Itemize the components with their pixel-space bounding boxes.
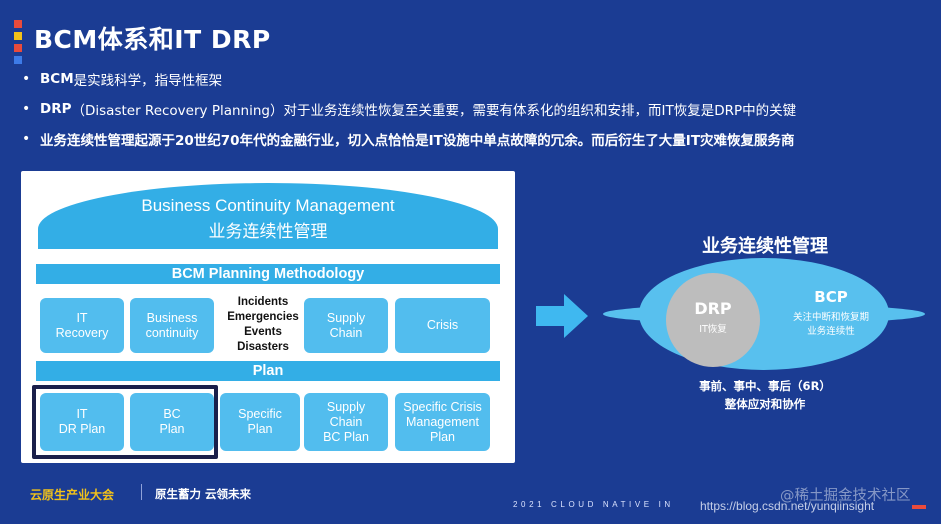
footer-brand: 云原生产业大会 — [30, 488, 115, 502]
bullet-text: 业务连续性管理起源于20世纪70年代的金融行业，切入点恰恰是IT设施中单点故障的… — [40, 133, 795, 149]
footer-divider — [141, 484, 142, 500]
card-it-recovery: IT Recovery — [40, 298, 124, 353]
bullet-bold: BCM — [40, 71, 74, 87]
bullet-text: （Disaster Recovery Planning）对于业务连续性恢复至关重… — [71, 103, 797, 119]
footer-slogan: 原生蓄力 云领未来 — [155, 487, 252, 501]
bullet-dot-icon: • — [22, 101, 31, 117]
bullet-item: • 业务连续性管理起源于20世纪70年代的金融行业，切入点恰恰是IT设施中单点故… — [22, 124, 931, 154]
lens-caption-line1: 事前、事中、事后（6R） — [699, 379, 831, 393]
card-it-dr-plan: IT DR Plan — [40, 393, 124, 451]
title-accent-stripes — [14, 20, 22, 68]
bcp-desc-line1: 关注中断和恢复期 — [792, 312, 869, 323]
bcm-title-en: Business Continuity Management — [141, 196, 395, 215]
drp-label: DRP — [694, 299, 732, 318]
watermark: @稀土掘金技术社区 — [780, 488, 911, 504]
bullet-dot-icon: • — [22, 131, 31, 147]
bcm-title-cn: 业务连续性管理 — [208, 222, 328, 241]
plan-band: Plan — [36, 361, 500, 381]
corner-accent-mark — [912, 505, 926, 509]
card-business-continuity: Business continuity — [130, 298, 214, 353]
footer-url-link[interactable]: https://blog.csdn.net/yunqiinsight — [700, 499, 875, 513]
bcp-desc-line2: 业务连续性 — [807, 326, 855, 337]
lens-caption-line2: 整体应对和协作 — [724, 397, 806, 411]
card-bc-plan: BC Plan — [130, 393, 214, 451]
bcm-framework-diagram: Business Continuity Management 业务连续性管理 B… — [21, 171, 515, 463]
bullet-text: 是实践科学，指导性框架 — [73, 73, 223, 89]
bcm-dome: Business Continuity Management 业务连续性管理 — [38, 183, 498, 249]
bullet-bold: DRP — [40, 101, 72, 117]
footer-conference-name: 2021 CLOUD NATIVE IN — [513, 500, 674, 509]
bullet-list: • BCM 是实践科学，指导性框架 • DRP （Disaster Recove… — [22, 64, 931, 154]
dr-plan-highlight-frame — [32, 385, 218, 459]
methodology-band: BCM Planning Methodology — [36, 264, 500, 284]
card-supply-chain-bc-plan: Supply Chain BC Plan — [304, 393, 388, 451]
bullet-item: • DRP （Disaster Recovery Planning）对于业务连续… — [22, 94, 931, 124]
slide-title: BCM体系和IT DRP — [34, 25, 271, 54]
card-specific-crisis-plan: Specific Crisis Management Plan — [395, 393, 490, 451]
bcp-label: BCP — [814, 288, 848, 306]
bullet-dot-icon: • — [22, 71, 31, 87]
incidents-list: Incidents Emergencies Events Disasters — [227, 296, 299, 353]
drp-sublabel: IT恢复 — [699, 324, 727, 335]
bullet-item: • BCM 是实践科学，指导性框架 — [22, 64, 931, 94]
card-specific-plan: Specific Plan — [220, 393, 300, 451]
bcm-lens-diagram — [603, 258, 925, 370]
bcm-lens-title: 业务连续性管理 — [702, 236, 828, 257]
card-crisis: Crisis — [395, 298, 490, 353]
arrow-right-icon — [536, 294, 588, 338]
card-supply-chain: Supply Chain — [304, 298, 388, 353]
